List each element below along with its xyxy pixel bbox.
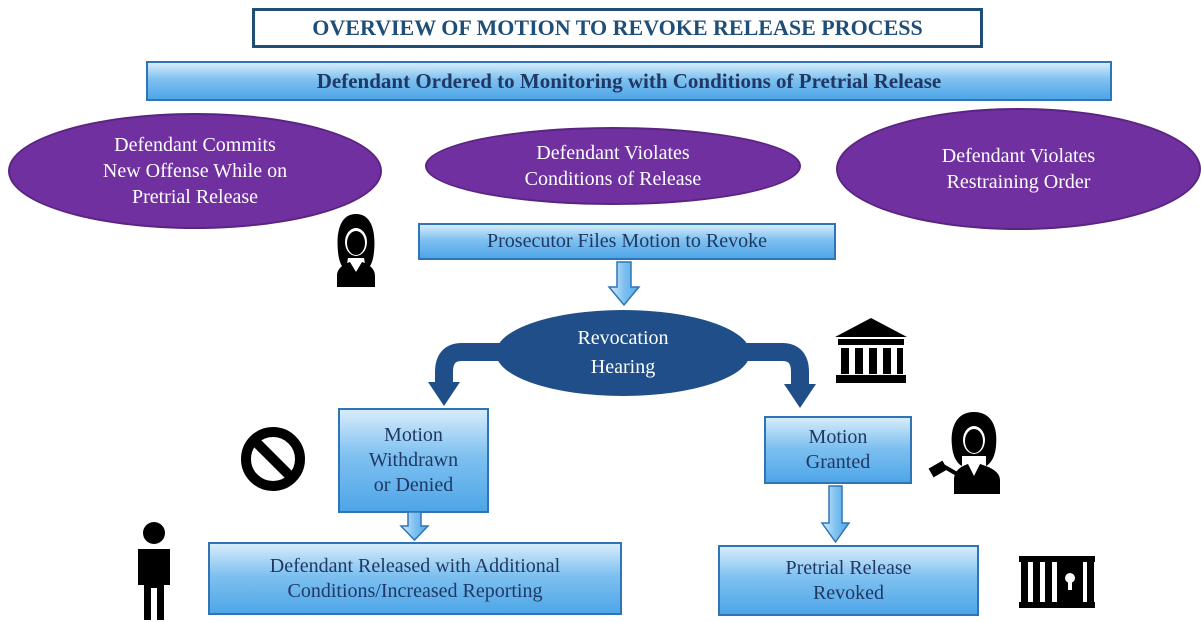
jail-cell-icon xyxy=(1019,556,1095,608)
diagram-title: OVERVIEW OF MOTION TO REVOKE RELEASE PRO… xyxy=(252,8,983,48)
trigger-restraining-line1: Defendant Violates xyxy=(941,145,1096,167)
arrow-to-revoked xyxy=(820,485,851,544)
connector-left-head xyxy=(428,382,460,406)
released-line2: Conditions/Increased Reporting xyxy=(287,579,543,602)
motion-denied-box: Motion Withdrawn or Denied xyxy=(338,408,489,513)
trigger-conditions-violation: Defendant Violates Conditions of Release xyxy=(425,127,801,205)
revoked-line2: Revoked xyxy=(812,581,885,604)
granted-line1: Motion xyxy=(808,426,868,448)
revocation-hearing-oval: Revocation Hearing xyxy=(496,310,750,396)
denied-line1: Motion xyxy=(384,424,443,446)
connector-right xyxy=(744,343,809,386)
motion-granted-box: Motion Granted xyxy=(764,416,912,484)
trigger-new-offense: Defendant Commits New Offense While on P… xyxy=(8,113,382,229)
trigger-restraining-order: Defendant Violates Restraining Order xyxy=(836,108,1201,230)
revoked-line1: Pretrial Release xyxy=(785,556,912,579)
connector-right-head xyxy=(784,384,816,408)
trigger-new-offense-line3: Pretrial Release xyxy=(131,186,259,208)
judge-gavel-icon xyxy=(928,412,1000,494)
trigger-conditions-line2: Conditions of Release xyxy=(524,168,702,190)
trigger-new-offense-line2: New Offense While on xyxy=(102,160,288,182)
release-revoked-box: Pretrial Release Revoked xyxy=(718,545,979,616)
hearing-line1: Revocation xyxy=(577,327,669,349)
arrow-to-hearing xyxy=(607,261,641,307)
trigger-new-offense-line1: Defendant Commits xyxy=(114,134,276,156)
subtitle-box: Defendant Ordered to Monitoring with Con… xyxy=(146,61,1112,101)
courthouse-icon xyxy=(835,318,907,383)
released-line1: Defendant Released with Additional xyxy=(269,554,561,577)
prosecutor-woman-icon xyxy=(337,214,375,287)
hearing-line2: Hearing xyxy=(590,356,656,378)
person-icon xyxy=(138,522,170,620)
denied-line3: or Denied xyxy=(373,474,454,496)
prosecutor-files-box: Prosecutor Files Motion to Revoke xyxy=(418,223,836,260)
granted-line2: Granted xyxy=(805,451,871,473)
trigger-restraining-line2: Restraining Order xyxy=(946,171,1091,193)
defendant-released-box: Defendant Released with Additional Condi… xyxy=(208,542,622,615)
connector-left xyxy=(435,343,502,384)
denied-line2: Withdrawn xyxy=(368,449,459,471)
arrow-to-released xyxy=(399,511,430,542)
prohibited-icon xyxy=(241,427,305,491)
trigger-conditions-line1: Defendant Violates xyxy=(536,142,690,164)
